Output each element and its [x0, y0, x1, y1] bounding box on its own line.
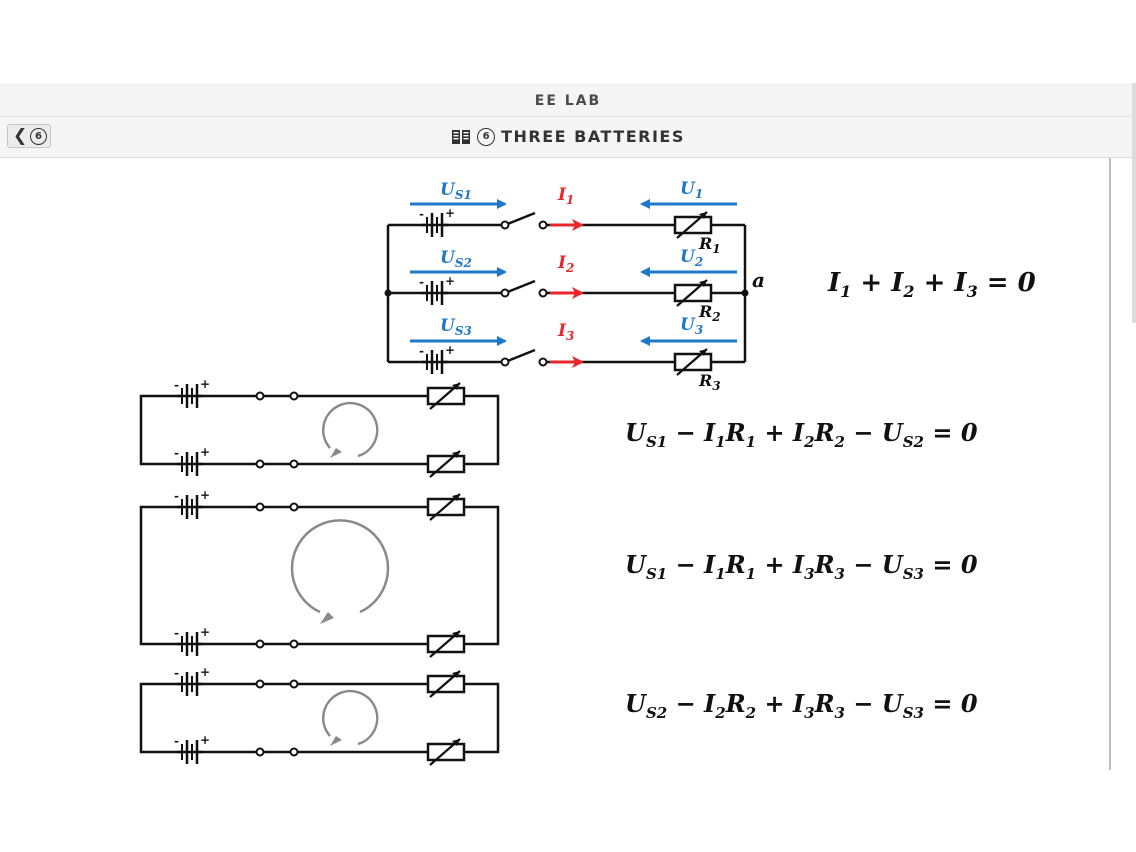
loop3-battery-b: [172, 731, 212, 766]
equation-loop2: US1 − I1R1 + I3R3 − US3 = 0: [625, 550, 978, 583]
label-us1: US1: [440, 180, 472, 202]
label-us2: US2: [440, 248, 472, 270]
back-page-number: 6: [30, 128, 47, 145]
loop1-battery-b: [172, 443, 212, 478]
battery-us2: [417, 272, 457, 307]
battery-us3: [417, 341, 457, 376]
loop3-resistor-b: [426, 737, 466, 767]
page-number-badge: 6: [477, 128, 496, 146]
loop2-battery-a: [172, 486, 212, 521]
node-dot: [741, 289, 749, 297]
label-us3: US3: [440, 316, 472, 338]
title-bar: EE LAB: [0, 83, 1136, 117]
label-i1: I1: [557, 185, 574, 207]
loop2-resistor-a: [426, 492, 466, 522]
app-title: EE LAB: [534, 93, 602, 109]
content-border: [1109, 158, 1111, 770]
label-u1: U1: [680, 179, 703, 201]
back-button[interactable]: ❮ 6: [7, 124, 51, 148]
loop2-resistor-b: [426, 629, 466, 659]
loop1-battery-a: [172, 375, 212, 410]
label-r3: R3: [698, 371, 721, 393]
label-r2: R2: [698, 302, 721, 324]
equation-loop1: US1 − I1R1 + I2R2 − US2 = 0: [625, 418, 978, 451]
page-heading: 6 THREE BATTERIES: [0, 117, 1136, 157]
scrollbar[interactable]: [1132, 83, 1136, 323]
label-i2: I2: [557, 253, 574, 275]
loop3-battery-a: [172, 663, 212, 698]
page-title: THREE BATTERIES: [501, 127, 685, 146]
equation-kcl: I1 + I2 + I3 = 0: [828, 268, 1036, 302]
loop3-resistor-a: [426, 669, 466, 699]
label-i3: I3: [557, 321, 574, 343]
battery-us1: [417, 204, 457, 239]
book-icon: [452, 130, 471, 144]
toolbar: 6 THREE BATTERIES ❮ 6: [0, 117, 1136, 158]
content-margin: [0, 158, 22, 770]
loop-arrow-2: [290, 519, 390, 614]
loop-arrow-3: [322, 689, 379, 746]
loop2-battery-b: [172, 623, 212, 658]
label-r1: R1: [698, 234, 721, 256]
node-dot: [384, 289, 392, 297]
chevron-left-icon: ❮: [13, 126, 28, 146]
loop-arrow-1: [322, 401, 379, 458]
loop1-resistor-b: [426, 449, 466, 479]
loop1-resistor-a: [426, 381, 466, 411]
equation-loop3: US2 − I2R2 + I3R3 − US3 = 0: [625, 689, 978, 722]
node-label-a: a: [752, 268, 765, 292]
